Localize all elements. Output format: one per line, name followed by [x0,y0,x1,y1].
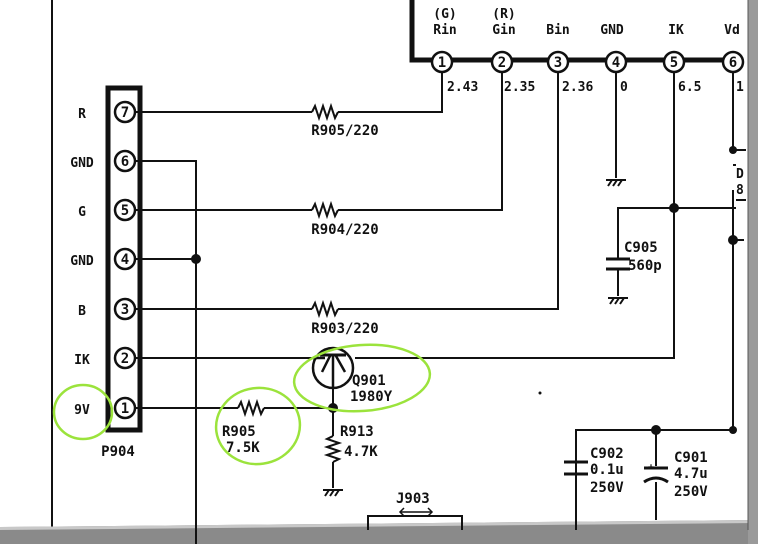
label-r905-name: R905 [222,424,256,440]
voltage-pin-6: 1 [736,80,744,95]
highlight-annotations [52,343,432,466]
top-pin-4-label: GND [600,23,624,38]
label-r904-220: R904/220 [311,222,378,238]
wire-gnd-6 [135,160,197,544]
top-pin-6-label: Vd [724,23,740,38]
voltage-pin-1: 2.43 [447,80,478,95]
top-pin-5: 5 IK [662,23,686,74]
capacitor-c902 [564,460,588,476]
top-pin-1-label: Rin [433,23,456,38]
top-pin-4-num: 4 [612,55,620,71]
voltage-pin-3: 2.36 [562,80,593,95]
voltage-pin-2: 2.35 [504,80,535,95]
p904-pins: 7 R 6 GND 5 G 4 GND 3 B 2 IK [70,100,137,420]
top-connector-frame [409,0,740,63]
bottom-highlight [0,520,758,530]
top-pin-2-num: 2 [498,55,506,71]
top-pin-1: 1 Rin (G) [430,7,457,74]
label-r913-name: R913 [340,424,374,440]
capacitor-c901 [643,466,669,484]
label-q901-part: 1980Y [350,389,393,405]
resistor-r903-220 [311,299,339,319]
top-pin-5-label: IK [668,23,684,38]
p904-pin-4-label: GND [70,254,94,269]
p904-pin-4-num: 4 [121,252,129,268]
p904-pin-1: 1 9V [74,396,137,420]
p904-pin-5-num: 5 [121,203,129,219]
resistor-r905-7k5 [237,398,265,418]
top-pin-3: 3 Bin [546,23,570,74]
label-c901-name: C901 [674,450,708,466]
top-pin-3-num: 3 [554,55,562,71]
p904-pin-5-label: G [78,205,86,220]
clip-label-d: D [736,167,744,182]
label-r905-220: R905/220 [311,123,378,139]
top-pin-5-num: 5 [670,55,678,71]
p904-pin-3-label: B [78,304,86,319]
top-pin-6: 6 Vd [721,23,745,74]
voltage-pin-4: 0 [620,80,628,95]
ground-r913 [323,489,343,497]
resistors [237,102,343,463]
highlight-q901 [292,343,432,413]
component-labels: R905/220 R904/220 R903/220 R905 7.5K R91… [222,123,708,507]
stray-dot [538,391,542,395]
ground-symbols [323,179,628,497]
label-q901-name: Q901 [352,373,386,389]
voltage-pin-5: 6.5 [678,80,701,95]
label-c901-rating: 250V [674,484,708,500]
right-shadow [748,0,758,544]
p904-pin-2-label: IK [74,353,90,368]
label-c905-value: 560p [628,258,662,274]
highlight-r905 [214,386,302,466]
p904-pin-7-num: 7 [121,105,129,121]
top-pin-2: 2 Gin (R) [490,7,516,74]
p904-pin-6-num: 6 [121,154,129,170]
resistor-r913 [323,435,343,463]
p904-pin-6-label: GND [70,156,94,171]
connector-p904-name: P904 [101,444,135,460]
label-c905-name: C905 [624,240,658,256]
resistor-r905-220 [311,102,339,122]
label-r903-220: R903/220 [311,321,378,337]
ground-top [606,179,626,187]
resistor-r904-220 [311,200,339,220]
right-edge-block [736,149,746,201]
top-pin-4: 4 GND [600,23,628,74]
top-pin-1-alt: (G) [433,7,456,22]
p904-pin-7-label: R [78,107,86,122]
c901-plus-mark: + [648,462,654,473]
p904-pin-1-num: 1 [121,401,129,417]
label-r913-value: 4.7K [344,444,378,460]
j903-arrows [398,507,434,517]
junctions [191,146,738,435]
capacitors [564,257,669,484]
p904-pin-2-num: 2 [121,351,129,367]
p904-pin-2: 2 IK [74,346,137,370]
highlight-9v [52,383,114,441]
capacitor-c905 [606,257,630,271]
label-c902-value: 0.1u [590,462,624,478]
label-c902-name: C902 [590,446,624,462]
p904-pin-6: 6 GND [70,149,137,173]
top-pin-1-num: 1 [438,55,446,71]
wires [135,72,744,544]
label-r905-value: 7.5K [226,440,260,456]
p904-pin-4: 4 GND [70,247,137,271]
label-c901-value: 4.7u [674,466,708,482]
clip-label-8: 8 [736,183,744,198]
top-connector-pins: 1 Rin (G) 2 Gin (R) 3 Bin 4 GND 5 IK 6 [430,7,745,95]
p904-pin-3-num: 3 [121,302,129,318]
transistor-q901 [311,346,355,390]
label-j903: J903 [396,491,430,507]
label-c902-rating: 250V [590,480,624,496]
ground-c905 [608,297,628,305]
top-pin-2-label: Gin [492,23,515,38]
top-pin-3-label: Bin [546,23,569,38]
top-pin-6-num: 6 [729,55,737,71]
top-pin-2-alt: (R) [492,7,515,22]
p904-pin-1-label: 9V [74,403,90,418]
